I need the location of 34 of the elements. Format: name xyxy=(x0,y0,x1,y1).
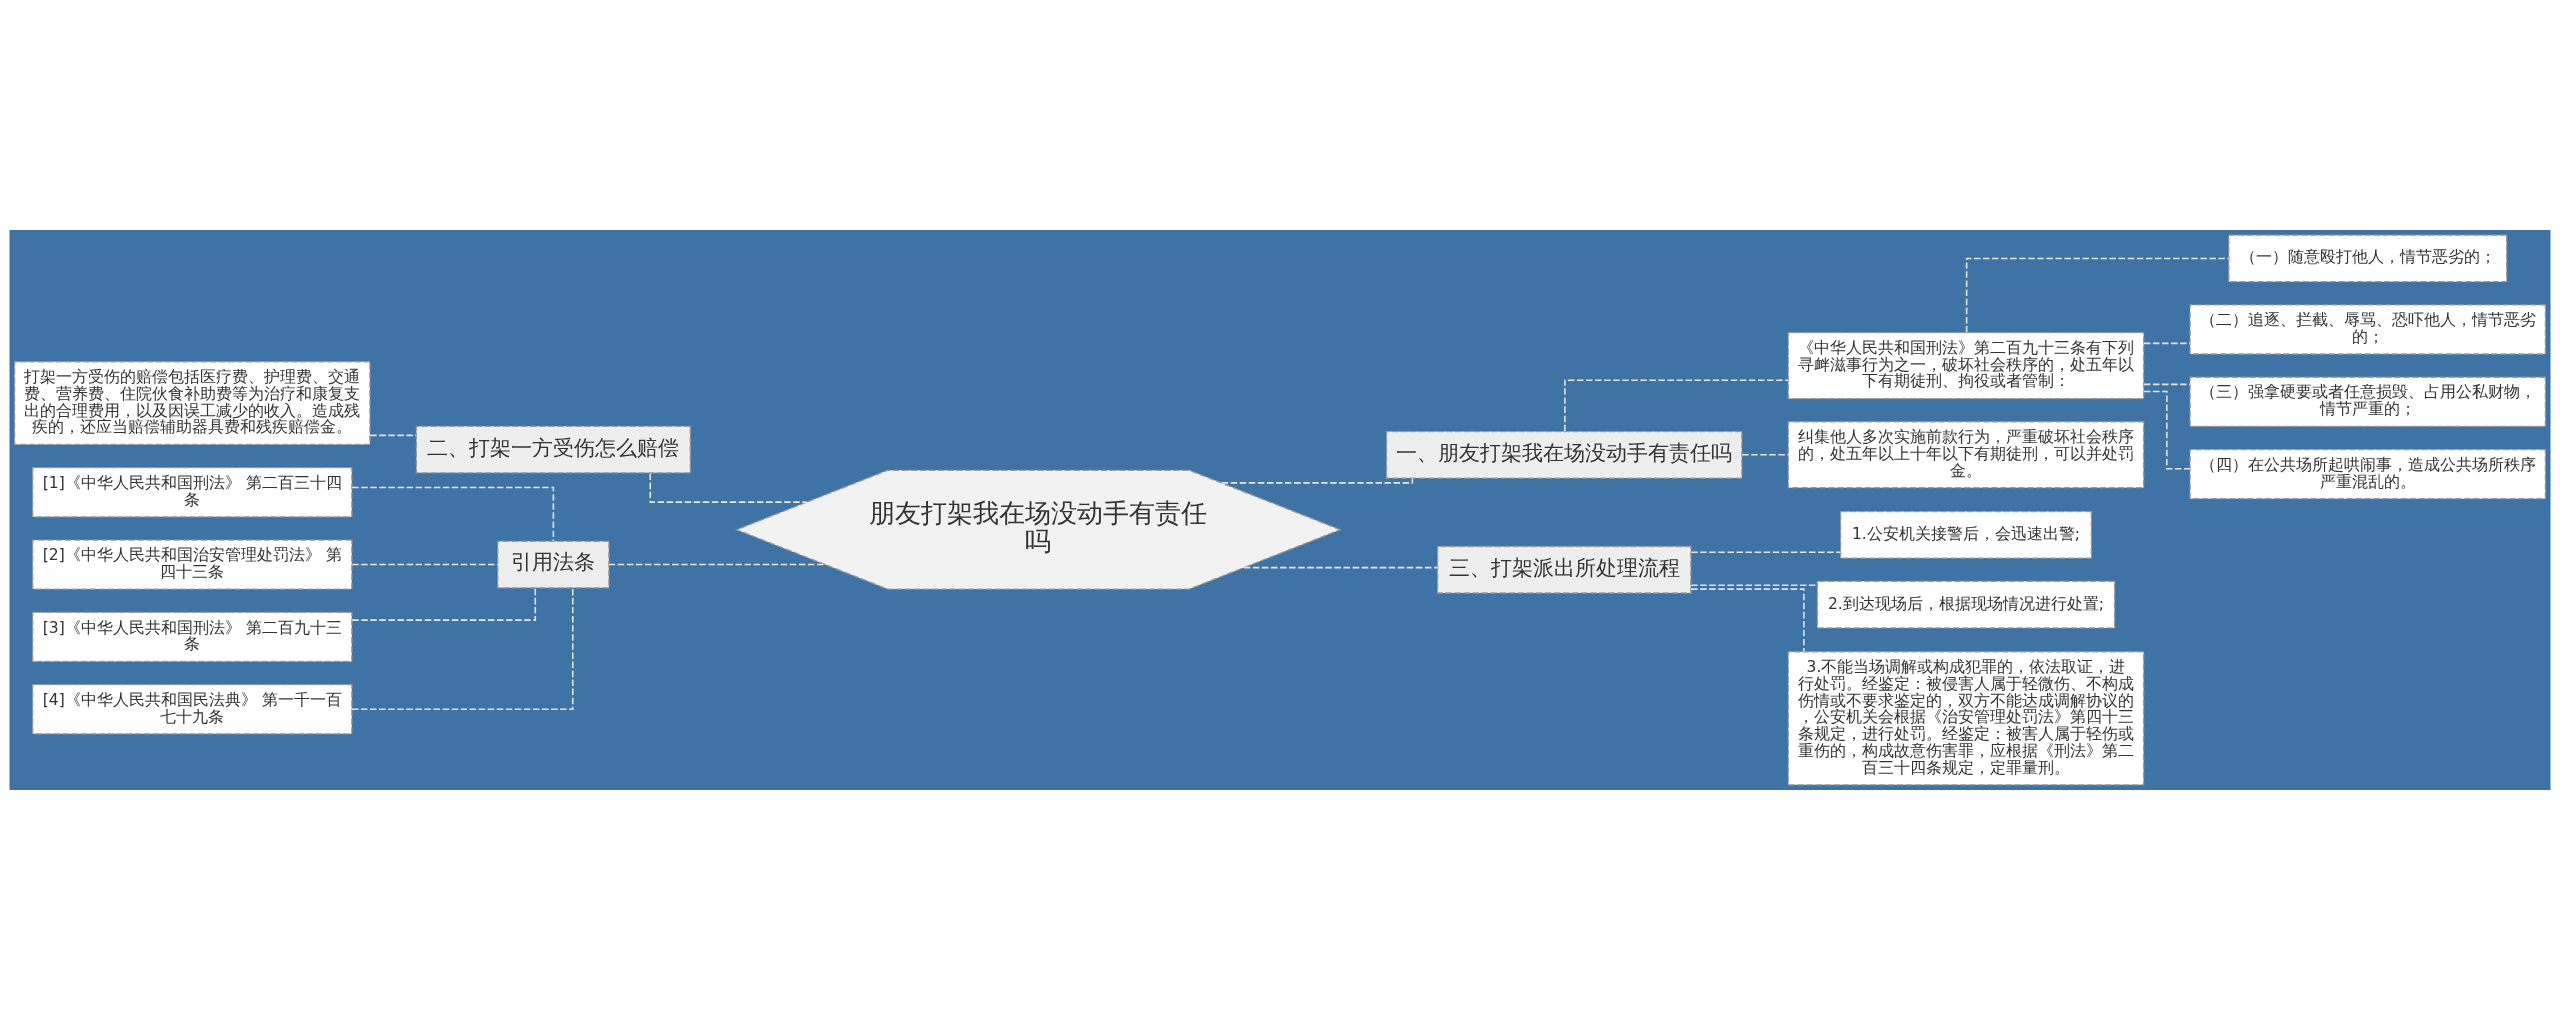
connector xyxy=(1690,551,1842,554)
node-box: [4]《中华人民共和国民法典》 第一千一百七十九条 xyxy=(32,684,353,735)
node-box: 二、打架一方受伤怎么赔偿 xyxy=(415,425,691,474)
node-box: （二）追逐、拦截、辱骂、恐吓他人，情节恶劣的； xyxy=(2189,304,2546,355)
connector xyxy=(1965,257,2230,334)
connector xyxy=(351,563,499,566)
connector xyxy=(608,563,826,566)
connector xyxy=(1690,584,1818,587)
node-box: （一）随意殴打他人，情节恶劣的； xyxy=(2228,234,2508,283)
connector xyxy=(351,486,555,542)
node-box: （三）强拿硬要或者任意损毁、占用公私财物，情节严重的； xyxy=(2189,376,2546,427)
node-box: 纠集他人多次实施前款行为，严重破坏社会秩序的，处五年以上十年以下有期徒刑，可以并处罚金。 xyxy=(1787,421,2145,489)
connector xyxy=(1243,566,1439,569)
connector xyxy=(1564,379,1790,432)
node-box: 3.不能当场调解或构成犯罪的，依法取证，进行处罚。经鉴定：被侵害人属于轻微伤、不构成伤情或不要求鉴定的，双方不能达成调解协议的，公安机关会根据《治安管理处罚法》第四十三条规定，进行处罚。经鉴定：被害人属于轻伤或重伤的，构成故意伤害罪，应根据《刑法》第二百三十四条规定，定罪量刑。 xyxy=(1787,651,2145,786)
connector xyxy=(1690,588,1805,653)
node-box: [3]《中华人民共和国刑法》 第二百九十三条 xyxy=(32,611,353,663)
connector xyxy=(2143,383,2191,386)
node-box: 1.公安机关接警后，会迅速出警; xyxy=(1840,510,2092,559)
connector xyxy=(1220,477,1414,484)
node-box: 《中华人民共和国刑法》第二百九十三条有下列寻衅滋事行为之一，破坏社会秩序的，处五年以下有期徒刑、拘役或者管制： xyxy=(1787,332,2145,400)
node-box: [1]《中华人民共和国刑法》 第二百三十四条 xyxy=(32,467,353,518)
node-box: 2.到达现场后，根据现场情况进行处置; xyxy=(1816,580,2116,629)
connector xyxy=(369,434,417,437)
connector xyxy=(1741,454,1790,456)
connector xyxy=(2143,342,2191,345)
connector xyxy=(351,587,537,621)
connector xyxy=(351,587,574,711)
node-box: （四）在公共场所起哄闹事，造成公共场所秩序严重混乱的。 xyxy=(2189,448,2546,500)
node-box: 一、朋友打架我在场没动手有责任吗 xyxy=(1385,430,1743,479)
node-box: [2]《中华人民共和国治安管理处罚法》 第四十三条 xyxy=(32,539,353,590)
node-box: 三、打架派出所处理流程 xyxy=(1437,545,1692,594)
node-box: 引用法条 xyxy=(497,540,610,589)
node-box: 打架一方受伤的赔偿包括医疗费、护理费、交通费、营养费、住院伙食补助费等为治疗和康复支出的合理费用，以及因误工减少的收入。造成残疾的，还应当赔偿辅助器具费和残疾赔偿金。 xyxy=(14,361,371,446)
